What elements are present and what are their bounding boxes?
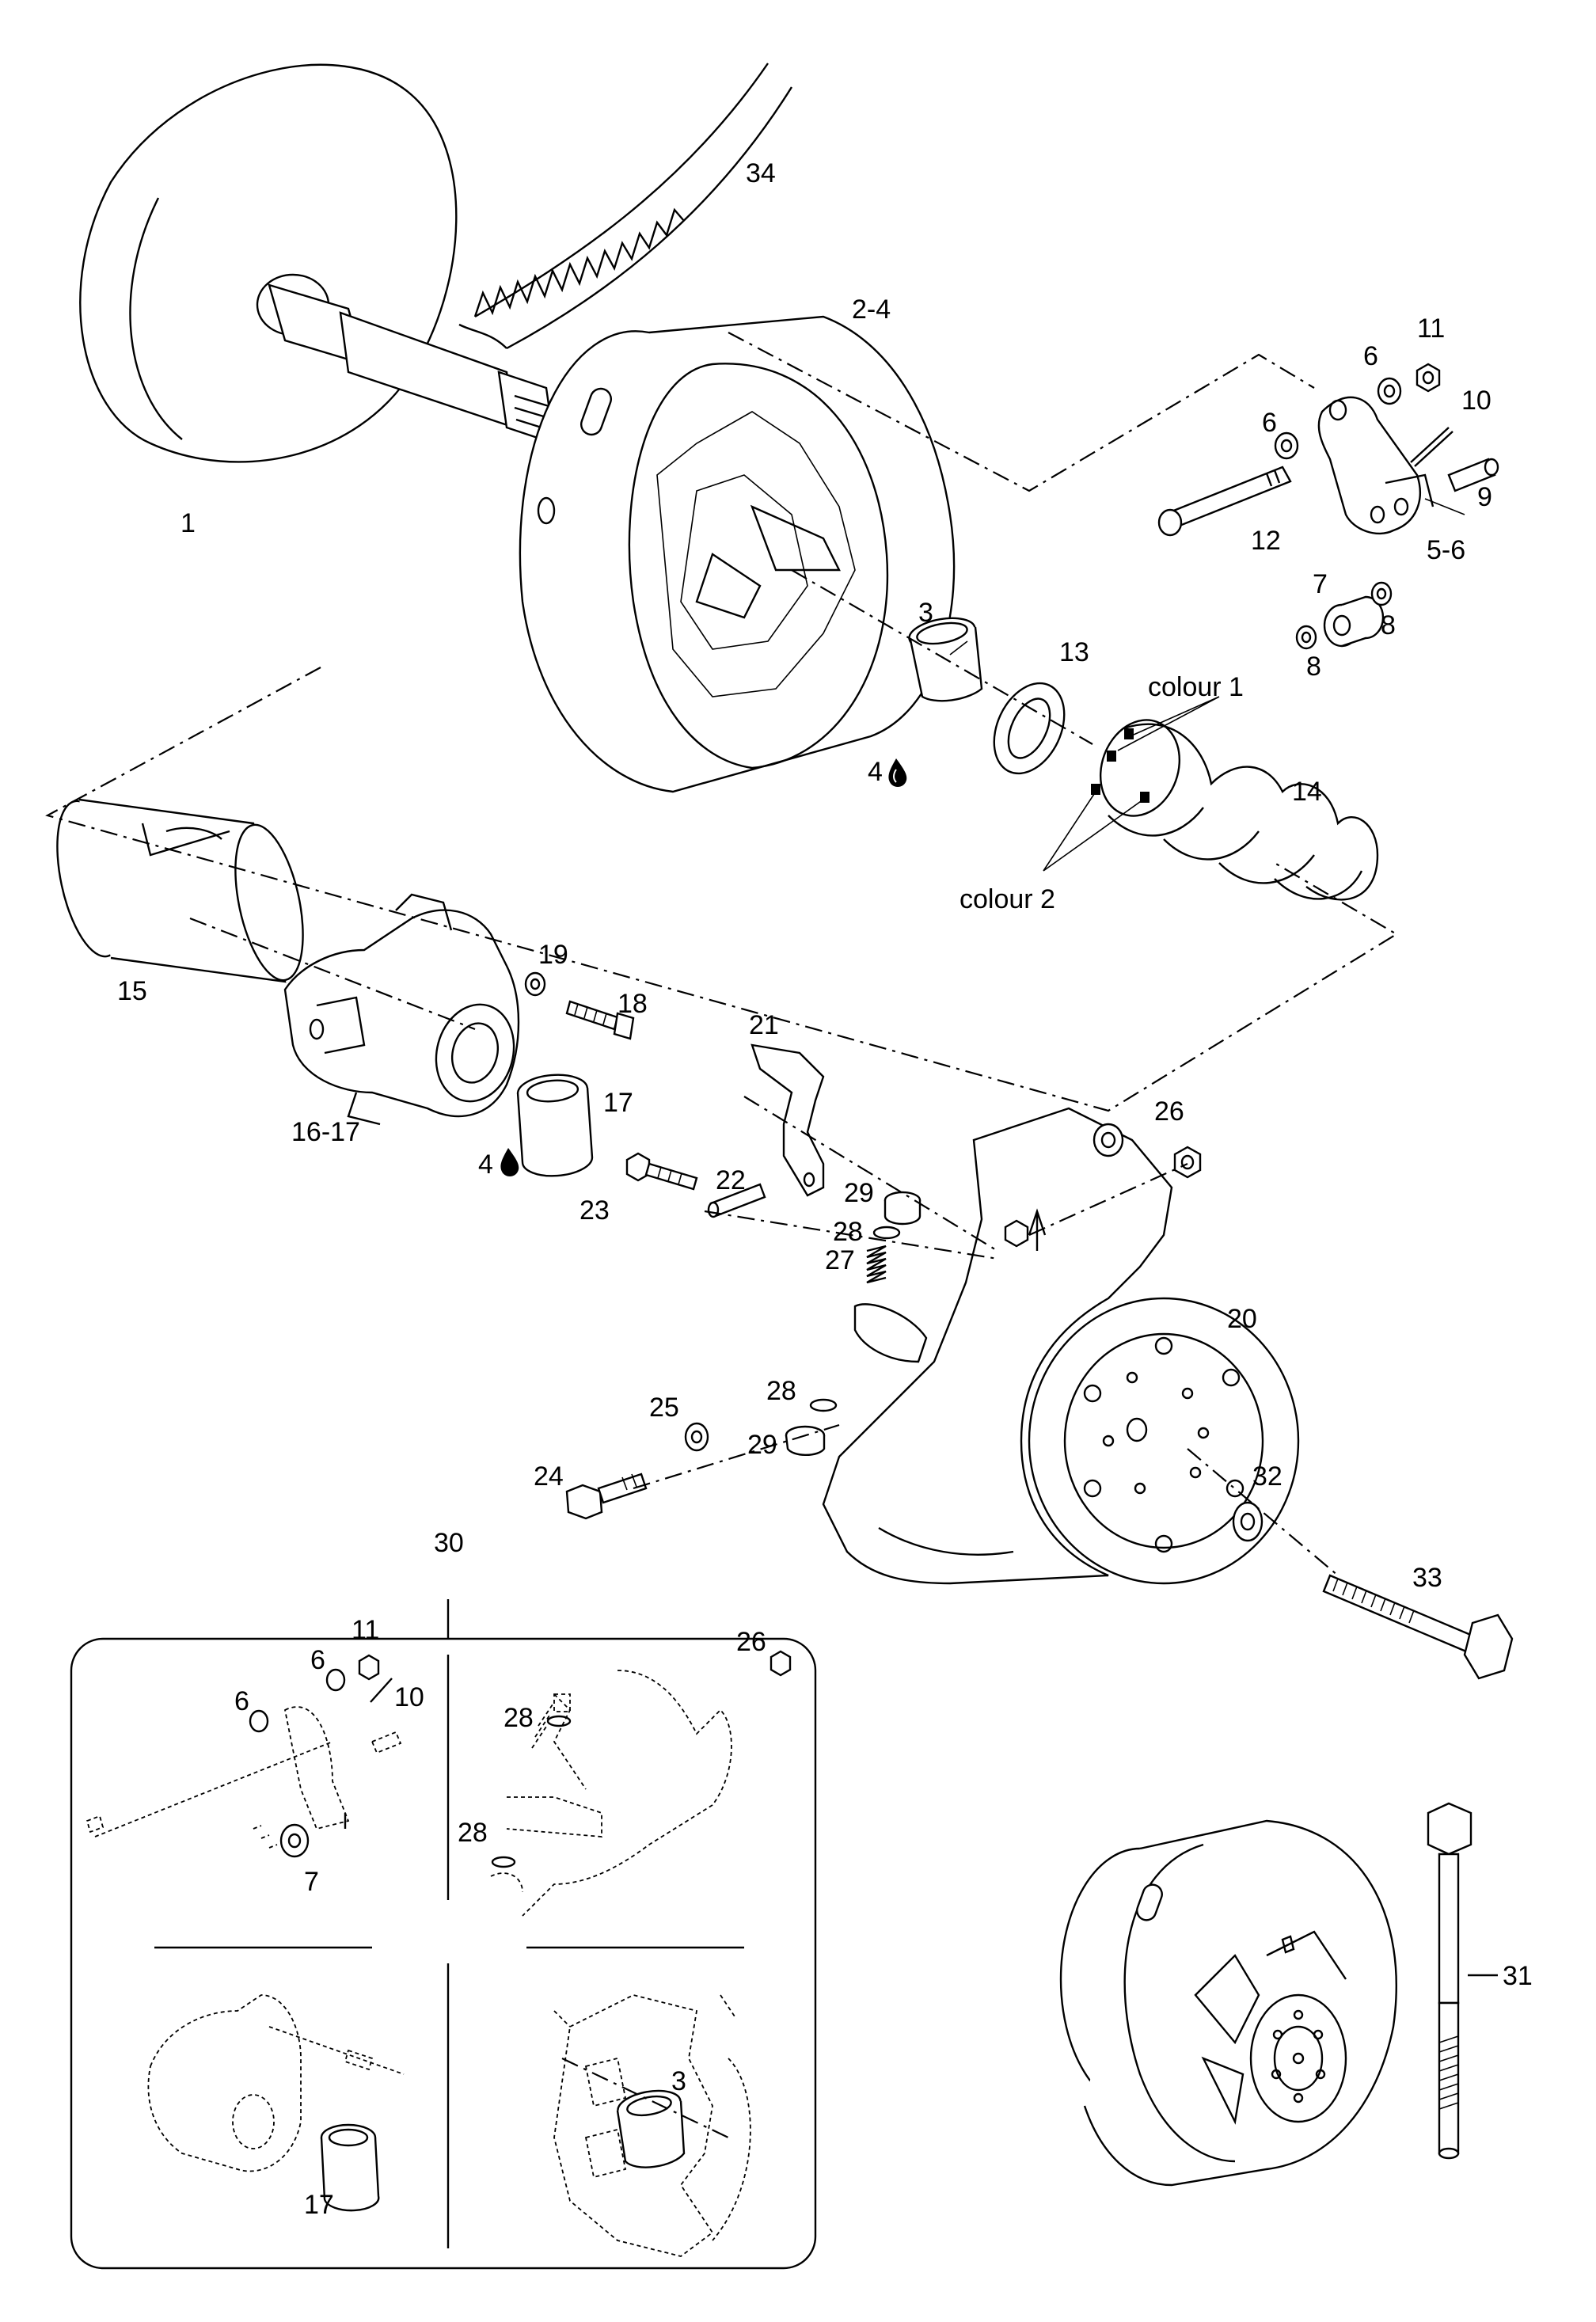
grease-drop-icon xyxy=(500,1148,519,1176)
callout-11: 11 xyxy=(1417,314,1445,344)
part-7-roller xyxy=(1323,595,1385,648)
part-11-nut xyxy=(1416,363,1441,393)
callout-10: 10 xyxy=(1461,386,1492,416)
part-20-housing xyxy=(822,1107,1300,1585)
assembly-axis-lines xyxy=(45,332,1399,1576)
callout-21: 21 xyxy=(749,1010,779,1040)
callout-16-17: 16-17 xyxy=(291,1117,360,1147)
callout-27: 27 xyxy=(825,1245,855,1275)
inset-callout-28a: 28 xyxy=(504,1703,534,1733)
part-27-spring xyxy=(866,1245,887,1284)
part-13-washer xyxy=(993,682,1066,775)
callout-29-lower: 29 xyxy=(747,1430,777,1460)
part-9-roller-pin xyxy=(1447,458,1499,492)
callout-5-6: 5-6 xyxy=(1427,535,1465,565)
callout-26: 26 xyxy=(1154,1096,1184,1127)
part-10-cotter-pin xyxy=(1410,427,1454,467)
callout-33: 33 xyxy=(1412,1563,1442,1593)
inset-callout-26: 26 xyxy=(736,1627,766,1657)
callout-34: 34 xyxy=(746,158,776,188)
part-30-inset-kit xyxy=(70,1599,817,2270)
part-19-washer xyxy=(524,971,546,997)
callout-7: 7 xyxy=(1313,569,1328,599)
callout-4-upper: 4 xyxy=(868,757,883,787)
part-29-cap-lower xyxy=(785,1425,826,1457)
part-33-bolt xyxy=(1322,1574,1514,1680)
callout-22: 22 xyxy=(716,1165,746,1195)
callout-25: 25 xyxy=(649,1393,679,1423)
part-14-spring xyxy=(1043,696,1379,901)
inset-callout-28b: 28 xyxy=(458,1818,488,1848)
callout-6b: 6 xyxy=(1262,408,1277,438)
callout-13: 13 xyxy=(1059,637,1089,667)
part-12-pin xyxy=(1157,466,1292,537)
callout-9: 9 xyxy=(1477,482,1492,512)
part-18-screw xyxy=(565,1000,635,1040)
callout-8b: 8 xyxy=(1306,652,1321,682)
callout-18: 18 xyxy=(618,989,648,1019)
callout-3: 3 xyxy=(918,598,933,628)
callout-28-lower: 28 xyxy=(766,1376,796,1406)
part-32-washer xyxy=(1232,1501,1264,1542)
part-29-cap-upper xyxy=(884,1191,922,1226)
callout-15: 15 xyxy=(117,976,147,1006)
callout-30: 30 xyxy=(434,1528,464,1558)
part-2-4-moving-sheave xyxy=(519,315,956,793)
callout-colour-1: colour 1 xyxy=(1148,672,1244,702)
part-17-bushing xyxy=(516,1074,594,1177)
callout-20: 20 xyxy=(1227,1304,1257,1334)
part-28-o-ring-lower xyxy=(809,1398,838,1412)
inset-callout-6a: 6 xyxy=(310,1645,325,1675)
callout-6a: 6 xyxy=(1363,341,1378,371)
part-25-washer xyxy=(684,1422,709,1452)
callout-24: 24 xyxy=(534,1461,564,1492)
inset-callout-3: 3 xyxy=(671,2066,686,2096)
callout-8a: 8 xyxy=(1381,610,1396,640)
callout-28-upper: 28 xyxy=(833,1217,863,1247)
inset-callout-6b: 6 xyxy=(234,1686,249,1716)
callout-1: 1 xyxy=(180,508,196,538)
grease-drop-icon xyxy=(888,758,907,787)
callout-labels: 1 34 2-4 6 11 10 6 9 12 5-6 7 8 8 3 13 c… xyxy=(117,158,1533,2220)
callout-17: 17 xyxy=(603,1088,633,1118)
inset-callout-17: 17 xyxy=(304,2190,334,2220)
part-34-drive-belt xyxy=(458,63,793,350)
callout-29-upper: 29 xyxy=(844,1178,874,1208)
callout-31: 31 xyxy=(1503,1961,1533,1991)
callout-4-lower: 4 xyxy=(478,1150,493,1180)
part-8-washers xyxy=(1295,581,1393,650)
part-15-sleeve xyxy=(56,798,304,983)
part-31-puller-tool xyxy=(1427,1802,1498,2160)
part-5-6-roller-arm xyxy=(1317,396,1434,535)
inset-callout-7: 7 xyxy=(304,1867,319,1897)
part-6-spacer-b xyxy=(1377,377,1402,405)
inset-callout-11: 11 xyxy=(352,1615,379,1645)
part-23-screw xyxy=(625,1152,698,1191)
part-24-bolt xyxy=(565,1473,648,1520)
part-21-lever xyxy=(750,1043,825,1197)
callout-colour-2: colour 2 xyxy=(960,884,1055,914)
part-3-bushing xyxy=(908,617,983,702)
callout-19: 19 xyxy=(538,940,568,970)
part-1-fixed-sheave xyxy=(79,63,556,463)
part-28-o-ring-upper xyxy=(872,1226,901,1240)
callout-12: 12 xyxy=(1251,526,1281,556)
part-26-nut xyxy=(1173,1146,1202,1179)
assembled-clutch-view xyxy=(1059,1819,1397,2187)
callout-23: 23 xyxy=(580,1195,610,1226)
leader-lines xyxy=(949,498,1465,656)
part-6-spacer-a xyxy=(1274,431,1299,460)
callout-32: 32 xyxy=(1252,1461,1282,1492)
part-16-17-spider xyxy=(283,893,520,1126)
callout-14: 14 xyxy=(1292,777,1322,807)
inset-callout-10: 10 xyxy=(394,1682,424,1712)
callout-2-4: 2-4 xyxy=(852,295,891,325)
